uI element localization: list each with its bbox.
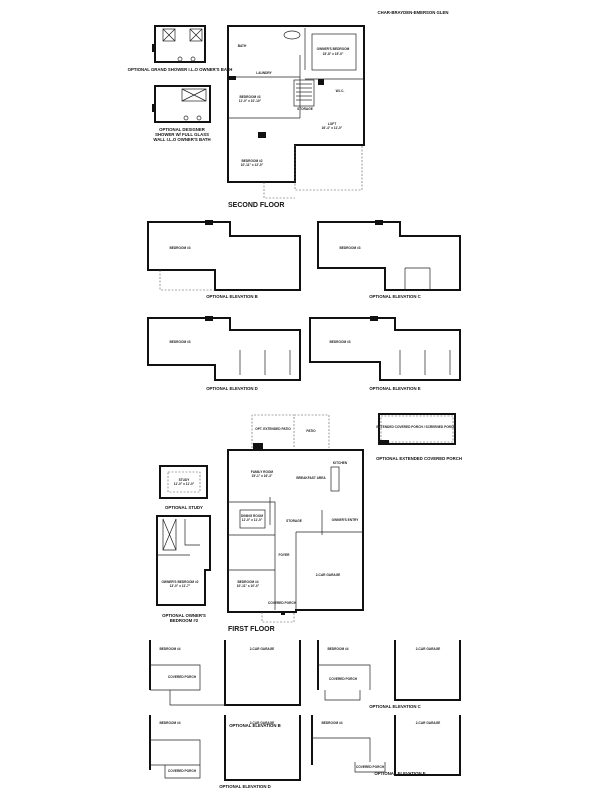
elevation-label: OPTIONAL ELEVATION D xyxy=(206,386,258,391)
elevation-b-first xyxy=(149,640,301,706)
option-label: OPTIONAL OWNER'S xyxy=(162,613,206,618)
elevation-e-first xyxy=(311,715,461,776)
elevation-label: OPTIONAL ELEVATION E xyxy=(374,771,425,776)
option-label: OPTIONAL STUDY xyxy=(165,505,203,510)
room-label: DINING ROOM xyxy=(241,514,263,518)
room-label: FAMILY ROOM xyxy=(251,470,273,474)
room-label: FOYER xyxy=(279,553,291,557)
room-label: BEDROOM #4 xyxy=(237,580,258,584)
designer-shower-label-1: OPTIONAL DESIGNER xyxy=(159,127,206,132)
room-label: COVERED PORCH xyxy=(329,677,358,681)
room-label: BEDROOM #3 xyxy=(169,340,190,344)
option-label: BEDROOM #2 xyxy=(170,618,199,623)
room-label: OPT. EXTENDED PATIO xyxy=(255,427,291,431)
room-label: COVERED PORCH xyxy=(356,765,385,769)
elevation-e-second xyxy=(309,316,461,381)
optional-grand-shower-plan xyxy=(152,25,206,63)
room-label: COVERED PORCH xyxy=(268,601,297,605)
elevation-d-second xyxy=(147,316,301,381)
option-label: OPTIONAL EXTENDED COVERED PORCH xyxy=(376,456,462,461)
room-label: COVERED PORCH xyxy=(168,675,197,679)
optional-extended-porch-plan xyxy=(378,413,456,445)
room-label: BREAKFAST AREA xyxy=(296,476,326,480)
elevation-label: OPTIONAL ELEVATION C xyxy=(369,294,421,299)
room-label: STUDY xyxy=(179,478,191,482)
room-dim: 15'-8" x 15'-0" xyxy=(323,52,344,56)
elevation-label: OPTIONAL ELEVATION D xyxy=(219,784,271,789)
second-floor-plan xyxy=(227,25,365,199)
room-dim: 11'-0" x 11'-0" xyxy=(174,482,195,486)
room-label: BEDROOM #3 xyxy=(339,246,360,250)
room-label: 2-CAR GARAGE xyxy=(316,573,341,577)
room-label: BEDROOM #3 xyxy=(329,340,350,344)
room-label: BATH xyxy=(238,44,247,48)
room-label: BEDROOM #3 xyxy=(169,246,190,250)
room-label: BEDROOM #4 xyxy=(159,647,180,651)
room-label: LOFT xyxy=(328,122,336,126)
elevation-d-first xyxy=(149,715,301,781)
room-dim: 16'-4" x 11'-0" xyxy=(322,126,343,130)
room-label: PATIO xyxy=(306,429,316,433)
elevation-b-second xyxy=(147,220,301,291)
designer-shower-label-2: SHOWER W/ FULL GLASS xyxy=(155,132,209,137)
room-dim: 11'-0" x 10'-10" xyxy=(239,99,262,103)
room-label: LAUNDRY xyxy=(256,71,272,75)
room-label: BEDROOM #3 xyxy=(239,95,260,99)
room-label: EXTENDED COVERED PORCH / SCREENED PORCH xyxy=(376,425,456,429)
elevation-c-first xyxy=(317,640,461,701)
room-label: OWNER'S BEDROOM xyxy=(317,47,350,51)
elevation-label: OPTIONAL ELEVATION E xyxy=(369,386,420,391)
room-label: OWNER'S BEDROOM #2 xyxy=(161,580,198,584)
room-dim: 10'-11" x 12'-0" xyxy=(241,163,264,167)
room-dim: 15'-1" x 16'-3" xyxy=(252,474,273,478)
sheet-title: CHAR-BRAYDEN-EMERSON GLEN xyxy=(378,10,449,15)
first-floor-title: FIRST FLOOR xyxy=(228,626,275,633)
first-floor-plan xyxy=(227,414,364,623)
optional-designer-shower-plan xyxy=(152,85,211,123)
room-dim: 11'-0" x 11'-0" xyxy=(242,518,263,522)
room-label: BEDROOM #4 xyxy=(159,721,180,725)
room-label: W.I.C. xyxy=(336,89,345,93)
optional-owners-bedroom-plan xyxy=(156,515,211,606)
elevation-label: OPTIONAL ELEVATION B xyxy=(229,723,281,728)
room-label: BEDROOM #4 xyxy=(327,647,348,651)
room-label: COVERED PORCH xyxy=(168,769,197,773)
room-dim: 13'-0" x 11'-7" xyxy=(170,584,191,588)
room-label: BEDROOM #2 xyxy=(241,159,262,163)
room-label: 2-CAR GARAGE xyxy=(416,647,441,651)
grand-shower-label: OPTIONAL GRAND SHOWER I.L.O OWNER'S BATH xyxy=(128,67,233,72)
room-label: KITCHEN xyxy=(333,461,348,465)
elevation-c-second xyxy=(317,220,461,291)
room-label: OWNER'S ENTRY xyxy=(332,518,360,522)
room-label: 2-CAR GARAGE xyxy=(250,647,275,651)
room-label: BEDROOM #4 xyxy=(321,721,342,725)
elevation-label: OPTIONAL ELEVATION C xyxy=(369,704,421,709)
elevation-label: OPTIONAL ELEVATION B xyxy=(206,294,258,299)
room-dim: 10'-11" x 10'-0" xyxy=(237,584,260,588)
room-label: STORAGE xyxy=(297,107,313,111)
room-label: 2-CAR GARAGE xyxy=(250,721,275,725)
second-floor-title: SECOND FLOOR xyxy=(228,202,284,209)
room-label: STORAGE xyxy=(286,519,302,523)
optional-study-plan xyxy=(159,465,208,499)
room-label: 2-CAR GARAGE xyxy=(416,721,441,725)
designer-shower-label-3: WALL I.L.O OWNER'S BATH xyxy=(153,137,210,142)
